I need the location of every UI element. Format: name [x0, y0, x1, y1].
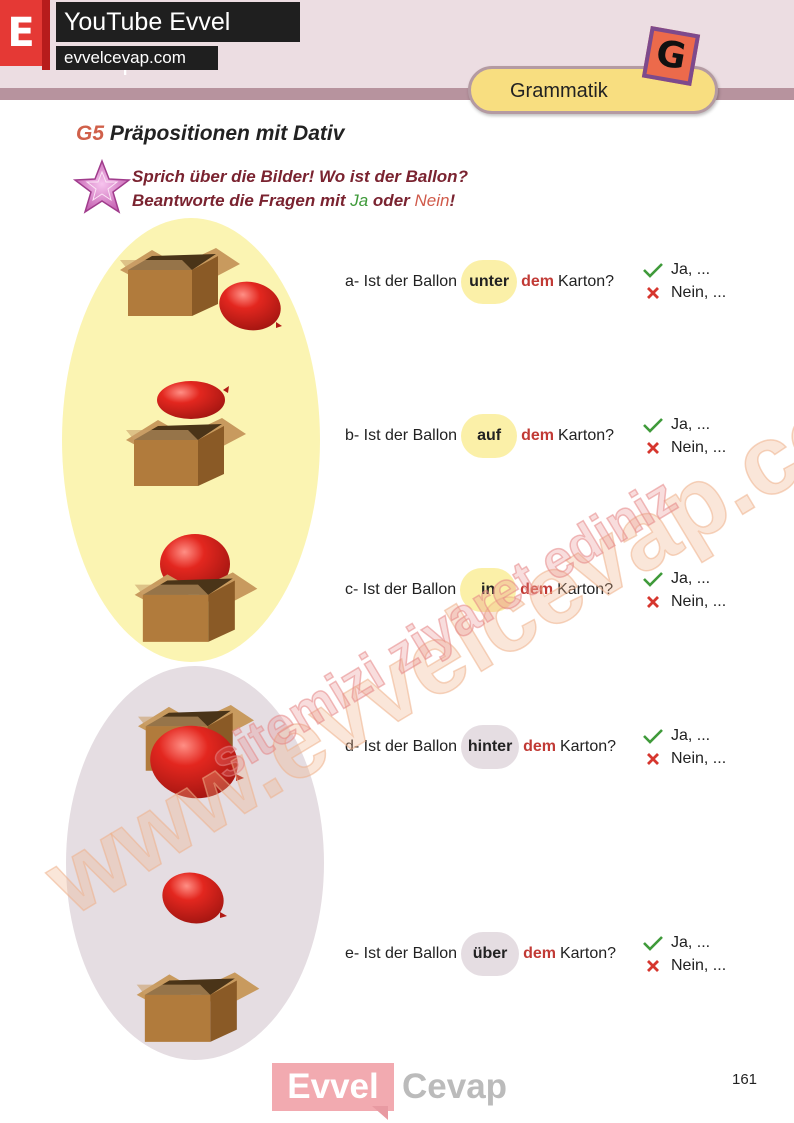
question-prefix: b- Ist der Ballon — [345, 427, 458, 444]
checkmark-icon — [643, 728, 663, 744]
footer-logo-evvel: Evvel — [287, 1067, 379, 1106]
footer-logo-box — [272, 1063, 394, 1111]
question-prefix: d- Ist der Ballon — [345, 738, 458, 755]
article-dem: dem — [523, 945, 556, 962]
balloon-icon — [150, 725, 244, 799]
preposition-pill: über — [461, 932, 520, 976]
answer-no: Nein, ... — [671, 749, 727, 767]
site-url-link[interactable]: evvelcevap.com — [56, 46, 218, 70]
balloon-icon — [162, 872, 227, 924]
answer-no: Nein, ... — [671, 438, 727, 456]
answer-yes: Ja, ... — [671, 726, 711, 744]
question-row-c: c- Ist der Ballon in dem Karton? — [345, 568, 614, 612]
instruction-ja: Ja — [350, 191, 369, 210]
youtube-title: YouTube Evvel Cevap — [56, 2, 300, 76]
article-dem: dem — [520, 581, 554, 598]
checkmark-icon — [643, 571, 663, 587]
checkmark-icon — [643, 262, 663, 278]
star-icon — [72, 158, 132, 214]
answer-options-a: Ja, ... Nein, ... — [640, 258, 750, 304]
instruction-line-2: Beantworte die Fragen mit Ja oder Nein! — [132, 191, 455, 211]
article-dem: dem — [523, 738, 556, 755]
instruction-line-2-start: Beantworte die Fragen mit — [132, 191, 346, 210]
box-icon — [134, 556, 258, 648]
answer-no: Nein, ... — [671, 283, 727, 301]
question-noun: Karton? — [557, 273, 615, 290]
instruction-nein: Nein — [414, 191, 450, 210]
section-title: G5 Präpositionen mit Dativ — [76, 122, 344, 146]
question-noun: Karton? — [557, 581, 614, 598]
answer-options-c: Ja, ... Nein, ... — [640, 567, 750, 613]
answer-yes: Ja, ... — [671, 260, 711, 278]
question-noun: Karton? — [559, 945, 617, 962]
cross-icon — [647, 595, 659, 608]
question-prefix: c- Ist der Ballon — [345, 581, 457, 598]
instruction-line-1: Sprich über die Bilder! Wo ist der Ballo… — [132, 167, 468, 186]
article-dem: dem — [521, 273, 554, 290]
preposition-pill: in — [460, 568, 517, 612]
box-icon — [136, 956, 260, 1048]
question-row-b: b- Ist der Ballon auf dem Karton? — [345, 414, 615, 458]
instruction-line-2-end: ! — [449, 191, 456, 210]
channel-logo-fold — [42, 0, 50, 70]
section-name: Präpositionen mit Dativ — [109, 122, 345, 145]
balloon-icon — [160, 534, 230, 594]
checkmark-icon — [643, 417, 663, 433]
article-dem: dem — [521, 427, 554, 444]
answer-options-b: Ja, ... Nein, ... — [640, 413, 750, 459]
box-icon — [126, 400, 246, 494]
question-prefix: a- Ist der Ballon — [345, 273, 458, 290]
balloon-icon — [157, 381, 229, 419]
question-noun: Karton? — [559, 738, 617, 755]
footer-logo-fold — [372, 1106, 388, 1120]
answer-options-e: Ja, ... Nein, ... — [640, 931, 750, 977]
preposition-pill: hinter — [461, 725, 520, 769]
grammatik-badge: G — [641, 26, 701, 86]
channel-logo: E — [0, 0, 42, 66]
section-number: G5 — [76, 122, 105, 145]
cross-icon — [647, 959, 659, 972]
checkmark-icon — [643, 935, 663, 951]
page-number: 161 — [732, 1071, 758, 1088]
grammatik-tab-label: Grammatik — [510, 80, 608, 102]
question-row-a: a- Ist der Ballon unter dem Karton? — [345, 260, 615, 304]
answer-yes: Ja, ... — [671, 415, 711, 433]
question-row-e: e- Ist der Ballon über dem Karton? — [345, 932, 617, 976]
cross-icon — [647, 441, 659, 454]
answer-options-d: Ja, ... Nein, ... — [640, 724, 750, 770]
cross-icon — [647, 752, 659, 765]
cross-icon — [647, 286, 659, 299]
answer-yes: Ja, ... — [671, 933, 711, 951]
footer-logo-cevap: Cevap — [402, 1067, 508, 1106]
question-prefix: e- Ist der Ballon — [345, 945, 458, 962]
preposition-pill: auf — [461, 414, 518, 458]
answer-no: Nein, ... — [671, 592, 727, 610]
balloon-icon — [219, 281, 282, 331]
question-noun: Karton? — [557, 427, 615, 444]
preposition-pill: unter — [461, 260, 518, 304]
question-row-d: d- Ist der Ballon hinter dem Karton? — [345, 725, 617, 769]
answer-no: Nein, ... — [671, 956, 727, 974]
instruction-oder: oder — [372, 191, 410, 210]
answer-yes: Ja, ... — [671, 569, 711, 587]
